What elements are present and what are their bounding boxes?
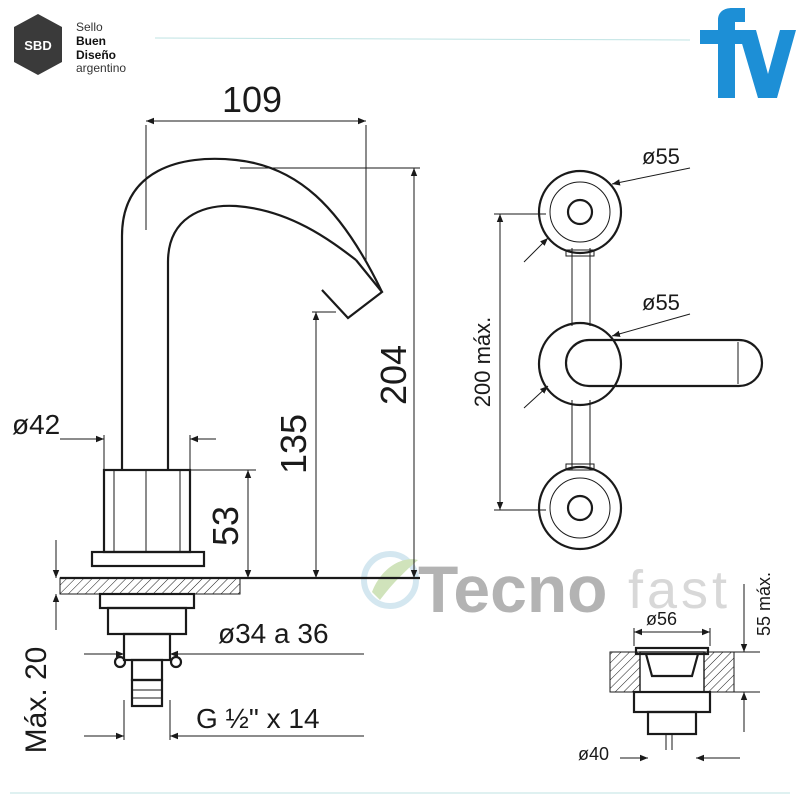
dim-height-135: 135 — [273, 414, 314, 474]
dim-diameter-42: ø42 — [12, 409, 60, 440]
watermark-part-1: Tecno — [418, 552, 607, 626]
dim-hole-diameter: ø34 a 36 — [218, 618, 329, 649]
dim-max-thickness: Máx. 20 — [20, 647, 53, 754]
dim-drain-bottom-diameter: ø40 — [578, 744, 609, 764]
dim-spout-diameter: ø55 — [642, 290, 680, 315]
side-view-dimensions — [52, 117, 420, 740]
dim-height-53: 53 — [205, 506, 246, 546]
seal-line-4: argentino — [76, 61, 126, 75]
header-divider — [154, 37, 691, 41]
seal-line-2: Buen — [76, 34, 106, 48]
dim-thread: G ½" x 14 — [196, 703, 320, 734]
faucet-top-view — [537, 169, 764, 551]
watermark-part-2: fast — [628, 560, 731, 620]
dim-drain-max-height: 55 máx. — [754, 572, 774, 636]
drain-view — [609, 646, 735, 750]
dim-height-204: 204 — [373, 345, 414, 405]
dim-drain-top-diameter: ø56 — [646, 609, 677, 629]
top-view-dimensions — [494, 167, 691, 511]
drain-view-dimensions — [620, 584, 760, 762]
faucet-side-view — [59, 157, 420, 708]
seal-line-3: Diseño — [76, 48, 116, 62]
sbd-badge-text: SBD — [24, 38, 51, 53]
dim-handle-diameter: ø55 — [642, 144, 680, 169]
dim-width-109: 109 — [222, 79, 282, 120]
tecnofast-watermark: Tecno fast — [361, 551, 731, 626]
seal-line-1: Sello — [76, 20, 103, 34]
fv-logo — [700, 8, 796, 98]
sbd-seal: SBD Sello Buen Diseño argentino — [14, 14, 126, 75]
dim-spacing: 200 máx. — [470, 317, 495, 408]
